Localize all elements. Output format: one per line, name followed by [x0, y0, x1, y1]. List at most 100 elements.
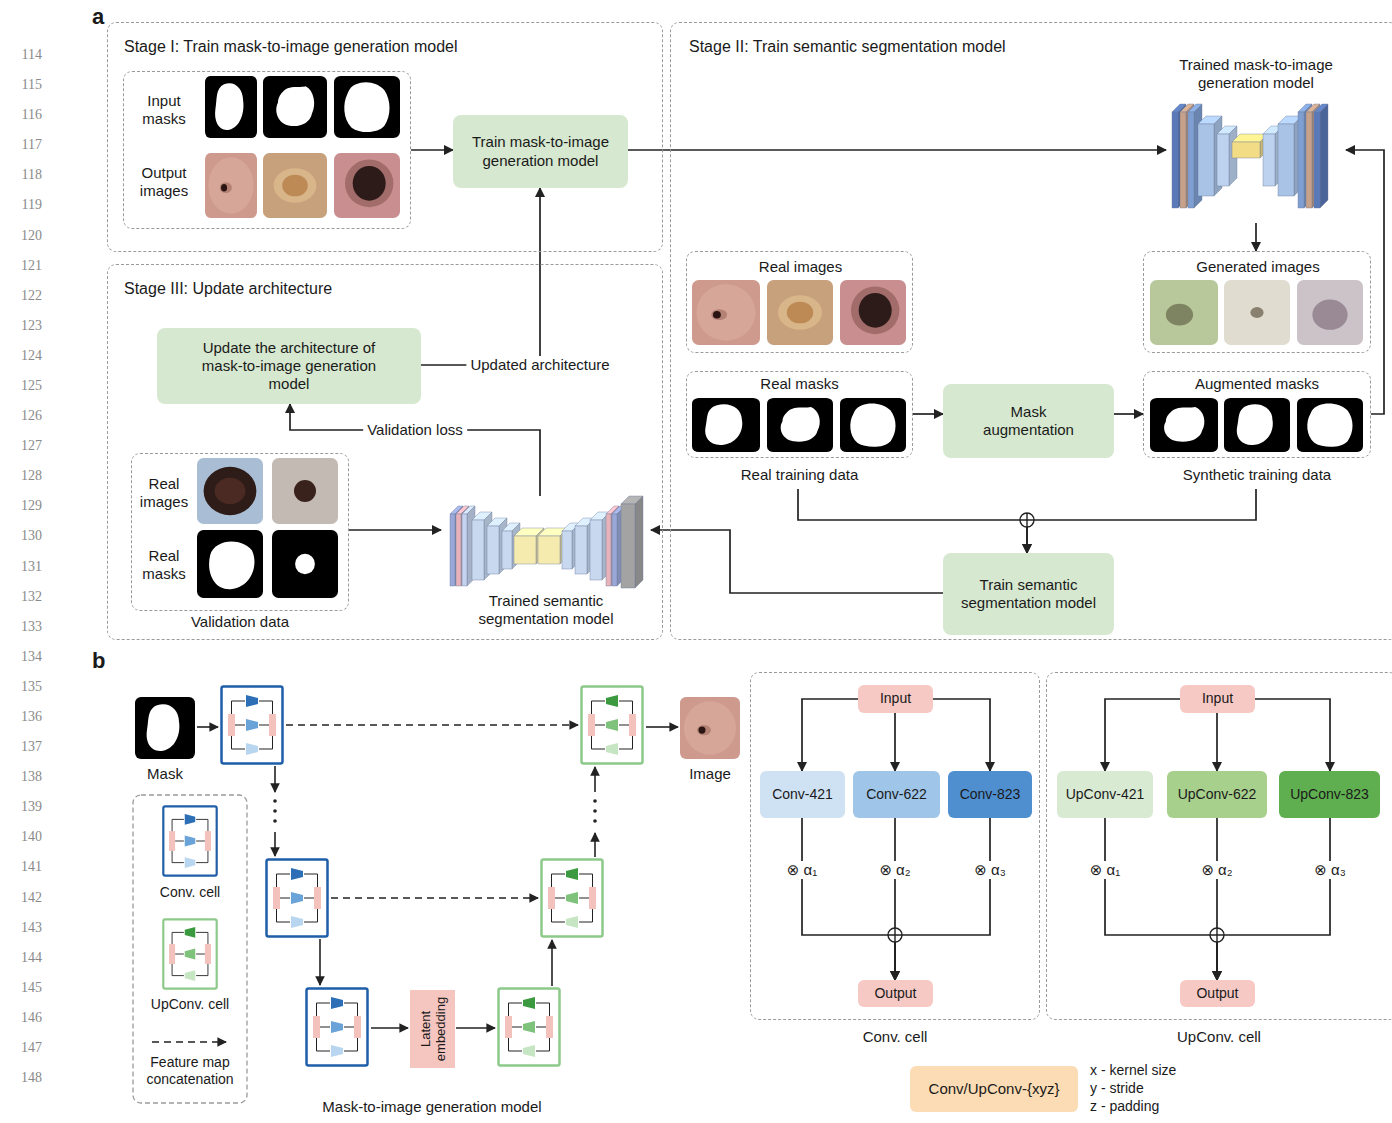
block-front: [538, 536, 560, 564]
concat-arrow: [331, 897, 538, 899]
box-label: Stage I: Train mask-to-image generation …: [124, 37, 458, 57]
box-label: Real masks: [686, 375, 913, 393]
box-label: UpConv-421: [1066, 786, 1145, 803]
sum-circle: [1020, 513, 1034, 527]
block-front: [1172, 112, 1178, 208]
sum-cross: [1210, 928, 1224, 942]
box-label: Input masks: [128, 92, 200, 129]
layer-block: [1232, 134, 1268, 158]
connector-arrow: [421, 188, 540, 365]
layer-block: [1306, 104, 1320, 208]
connector-arrow: [802, 818, 895, 980]
connector-arrow: [894, 713, 896, 771]
mask-image: [1150, 398, 1218, 452]
flow-arrow: [371, 1027, 408, 1029]
legend-upconv-icon: [163, 919, 216, 988]
connector-arrow: [933, 699, 990, 771]
dot: [273, 799, 277, 803]
line-number: 127: [0, 438, 42, 454]
upconv-cell-icon: [542, 860, 603, 937]
data-panel: Augmented masksSynthetic training data: [1143, 371, 1371, 489]
line-number: 119: [0, 197, 42, 213]
block-side: [635, 496, 643, 588]
line-number: 125: [0, 378, 42, 394]
mask-image: [272, 530, 338, 598]
generator-arrows: [197, 725, 678, 1028]
line-number: 118: [0, 167, 42, 183]
edge-label: Updated architecture: [466, 356, 613, 374]
mask-image: [692, 398, 760, 452]
line-number: 138: [0, 769, 42, 785]
conv-box: Conv-421: [760, 771, 845, 818]
box-label: Real training data: [686, 466, 913, 484]
io-box: Output: [1180, 980, 1255, 1007]
data-panel: Real imagesReal masksValidation data: [131, 453, 349, 633]
mask-image: [840, 398, 906, 452]
conv-cell-icon: [222, 687, 283, 764]
upconv-cell-icon: [582, 687, 643, 764]
io-box: Input: [1180, 685, 1255, 713]
sum-symbol: [888, 928, 902, 942]
box-label: Conv-622: [866, 786, 927, 803]
block-front: [456, 514, 461, 586]
dot: [593, 799, 597, 803]
figure-label: Mask-to-image generation model: [300, 1098, 564, 1116]
sum-symbol: [1210, 928, 1224, 942]
skin-image: [840, 280, 906, 345]
panel-letter: b: [92, 648, 105, 675]
network-illustrations: [450, 104, 1328, 588]
box-label: Validation data: [131, 613, 349, 631]
upconv-box: UpConv-823: [1279, 771, 1380, 818]
figure-label: y - stride: [1090, 1080, 1144, 1097]
upconv-cell-icon: [499, 989, 560, 1066]
dashed-frame: [1046, 672, 1392, 1020]
block-front: [487, 526, 499, 574]
skin-image: [692, 280, 760, 345]
dot: [593, 809, 597, 813]
connector-arrow: [1255, 699, 1330, 771]
line-number: 126: [0, 408, 42, 424]
layer-block: [1298, 104, 1312, 208]
io-box: Input: [858, 685, 933, 713]
sum-circle: [888, 928, 902, 942]
block-front: [1306, 112, 1312, 208]
box-label: Conv/UpConv-{xyz}: [929, 1080, 1060, 1098]
line-number: 116: [0, 107, 42, 123]
box-label: Stage III: Update architecture: [124, 279, 332, 299]
connector-arrow: [913, 413, 943, 415]
connector-arrow: [411, 149, 453, 151]
conv-box: Conv-823: [948, 771, 1032, 818]
box-label: Train mask-to-image generation model: [461, 133, 621, 170]
box-label: UpConv-823: [1290, 786, 1369, 803]
line-number: 115: [0, 77, 42, 93]
line-number: 120: [0, 228, 42, 244]
box-label: UpConv-622: [1178, 786, 1257, 803]
process-box: Train semantic segmentation model: [943, 553, 1114, 635]
flow-arrow: [319, 939, 321, 985]
edge-label: ⊗ α₃: [1310, 861, 1350, 879]
line-number: 133: [0, 619, 42, 635]
block-front: [562, 531, 572, 569]
box-label: Real masks: [133, 547, 195, 584]
layer-block: [450, 506, 463, 586]
line-number: 142: [0, 890, 42, 906]
line-number: 145: [0, 980, 42, 996]
block-side: [1312, 104, 1320, 208]
network-figure: Trained semantic segmentation model: [441, 496, 651, 626]
connector-arrow: [1346, 150, 1384, 414]
box-label: Conv. cell: [750, 1028, 1040, 1046]
flow-arrow: [274, 766, 276, 792]
layer-block: [606, 506, 619, 586]
edge-label: ⊗ α₁: [783, 861, 821, 879]
skin-image: [205, 153, 257, 218]
block-front: [1198, 124, 1214, 196]
cell-panel: UpConv. cellInputUpConv-421UpConv-622UpC…: [1046, 672, 1392, 1050]
data-panel: Input masksOutput images: [123, 71, 411, 229]
block-front: [1217, 134, 1229, 186]
edge-label: ⊗ α₂: [1197, 861, 1236, 879]
legend-box: [133, 795, 247, 1103]
